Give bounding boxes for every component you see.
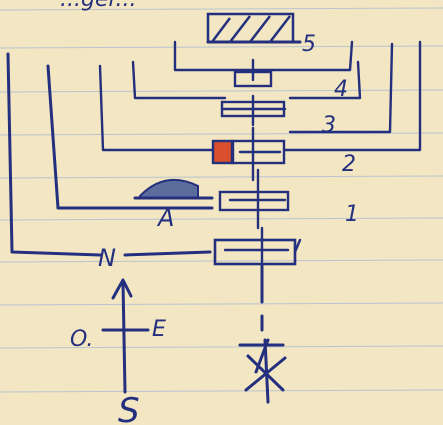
west-label: O.	[70, 327, 93, 352]
north-label-top: N	[98, 244, 116, 272]
ruled-lines	[0, 8, 443, 392]
level-1-label: 1	[345, 202, 359, 227]
level-2-label: 2	[342, 152, 356, 177]
level-5-label: 5	[302, 32, 316, 57]
south-label: S	[118, 391, 140, 425]
level-5-frame	[175, 14, 352, 70]
level-2-frame	[213, 42, 420, 180]
red-optical-element	[213, 141, 233, 163]
compass-rose	[103, 280, 148, 392]
optical-axis	[262, 264, 268, 402]
mirror-a-shape	[140, 180, 198, 198]
level-4-frame	[133, 60, 360, 98]
star-symbol	[240, 340, 285, 390]
east-label: E	[152, 317, 166, 342]
level-4-label: 4	[334, 77, 348, 102]
level-3-label: 3	[322, 113, 336, 138]
top-text-fragment: ...ger...	[60, 0, 136, 12]
mirror-a-label: A	[156, 204, 174, 232]
